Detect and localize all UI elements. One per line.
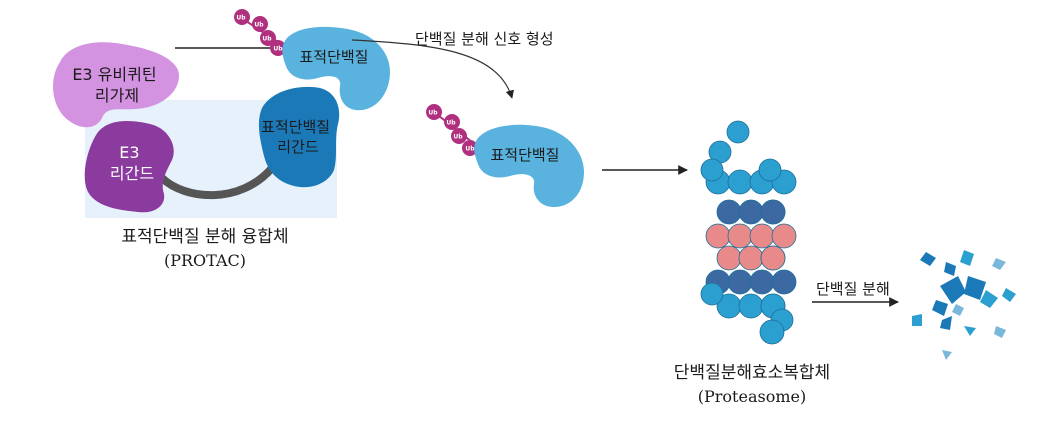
target-protein-tagged-label: 표적단백질 bbox=[490, 146, 559, 164]
proteasome-subunit bbox=[738, 245, 764, 271]
fragment bbox=[1002, 288, 1016, 302]
e3-ligand-label-line2: 리간드 bbox=[110, 164, 154, 183]
proteasome-subunit bbox=[771, 269, 797, 295]
fragment bbox=[940, 276, 966, 304]
ub-label: Ub bbox=[273, 46, 283, 53]
ub-label: Ub bbox=[262, 36, 272, 43]
e3-ligase-label-line2: 리가제 bbox=[95, 86, 139, 105]
proteasome-subunit bbox=[771, 223, 797, 249]
proteasome-subunit bbox=[700, 282, 724, 306]
svg-text:E3 리간드: E3 리간드 bbox=[110, 143, 154, 183]
ubiquitin-chain-2: Ub Ub Ub Ub bbox=[426, 104, 483, 156]
ub-label: Ub bbox=[428, 110, 438, 117]
e3-ligase-label-line1: E3 유비퀴틴 bbox=[72, 65, 156, 84]
ub-bead bbox=[462, 140, 478, 156]
ub-label: Ub bbox=[236, 15, 246, 22]
proteasome-subunit bbox=[716, 199, 742, 225]
fragment bbox=[994, 326, 1006, 338]
proteasome-subunit bbox=[727, 269, 753, 295]
protac-caption-english: (PROTAC) bbox=[164, 251, 246, 270]
fragment bbox=[960, 250, 974, 266]
fragment bbox=[964, 276, 986, 300]
ub-label: Ub bbox=[453, 134, 463, 141]
ub-bead bbox=[252, 16, 268, 32]
ub-label: Ub bbox=[465, 146, 475, 153]
svg-text:Ub Ub Ub Ub: Ub Ub Ub Ub bbox=[428, 110, 475, 153]
peptide-fragments bbox=[912, 250, 1016, 360]
ub-bead bbox=[270, 40, 286, 56]
proteasome-subunit bbox=[760, 199, 786, 225]
proteasome-subunit bbox=[760, 245, 786, 271]
proteasome-subunit bbox=[749, 269, 775, 295]
fragment bbox=[932, 300, 948, 316]
ub-bead bbox=[426, 104, 442, 120]
ub-bead bbox=[234, 9, 250, 25]
fragment bbox=[980, 290, 998, 308]
fragment bbox=[942, 350, 952, 360]
ub-label: Ub bbox=[446, 120, 456, 127]
target-protein-top-label: 표적단백질 bbox=[299, 48, 368, 66]
proteasome-subunit bbox=[705, 223, 731, 249]
proteasome-caption-korean: 단백질분해효소복합체 bbox=[674, 363, 830, 383]
ub-bead bbox=[451, 128, 467, 144]
target-ligand-shape bbox=[258, 86, 340, 188]
proteasome-subunit bbox=[759, 319, 785, 345]
proteasome-subunit bbox=[738, 199, 764, 225]
arrow-signal bbox=[351, 39, 514, 99]
target-protein-tagged-shape bbox=[474, 124, 584, 208]
svg-text:E3 유비퀴틴 리가제: E3 유비퀴틴 리가제 bbox=[72, 65, 161, 105]
ub-bead bbox=[444, 114, 460, 130]
protac-linker bbox=[158, 164, 276, 200]
target-protein-top-shape bbox=[282, 26, 390, 111]
target-ligand-label-line1: 표적단백질 bbox=[261, 118, 330, 136]
proteasome-subunit bbox=[749, 223, 775, 249]
fragment bbox=[944, 262, 956, 276]
proteasome-subunit bbox=[727, 169, 753, 195]
proteasome-subunit bbox=[727, 223, 753, 249]
proteasome-caption-english: (Proteasome) bbox=[698, 387, 806, 406]
ub-label: Ub bbox=[254, 22, 264, 29]
fragment bbox=[920, 252, 936, 266]
fragment bbox=[964, 326, 976, 336]
proteasome-subunit bbox=[738, 293, 764, 319]
e3-ligand-shape bbox=[84, 121, 174, 213]
proteasome-subunit bbox=[758, 158, 782, 182]
svg-text:표적단백질 리간드: 표적단백질 리간드 bbox=[261, 118, 335, 156]
fragment bbox=[940, 316, 952, 330]
fragment bbox=[992, 258, 1006, 270]
svg-text:Ub Ub Ub Ub: Ub Ub Ub Ub bbox=[236, 15, 283, 53]
proteasome-complex bbox=[700, 120, 797, 345]
proteasome-subunit bbox=[716, 245, 742, 271]
ub-bead bbox=[260, 30, 276, 46]
degradation-label: 단백질 분해 bbox=[816, 280, 890, 298]
ubiquitin-chain-1: Ub Ub Ub Ub bbox=[234, 9, 291, 56]
fragment bbox=[952, 304, 964, 316]
fragment bbox=[912, 314, 922, 326]
signal-label: 단백질 분해 신호 형성 bbox=[415, 30, 554, 48]
e3-ligand-label-line1: E3 bbox=[119, 143, 139, 162]
protac-caption-korean: 표적단백질 분해 융합체 bbox=[121, 227, 288, 247]
proteasome-subunit bbox=[726, 120, 750, 144]
e3-ligase-shape bbox=[53, 42, 179, 128]
target-ligand-label-line2: 리간드 bbox=[277, 138, 319, 156]
proteasome-subunit bbox=[700, 158, 724, 182]
